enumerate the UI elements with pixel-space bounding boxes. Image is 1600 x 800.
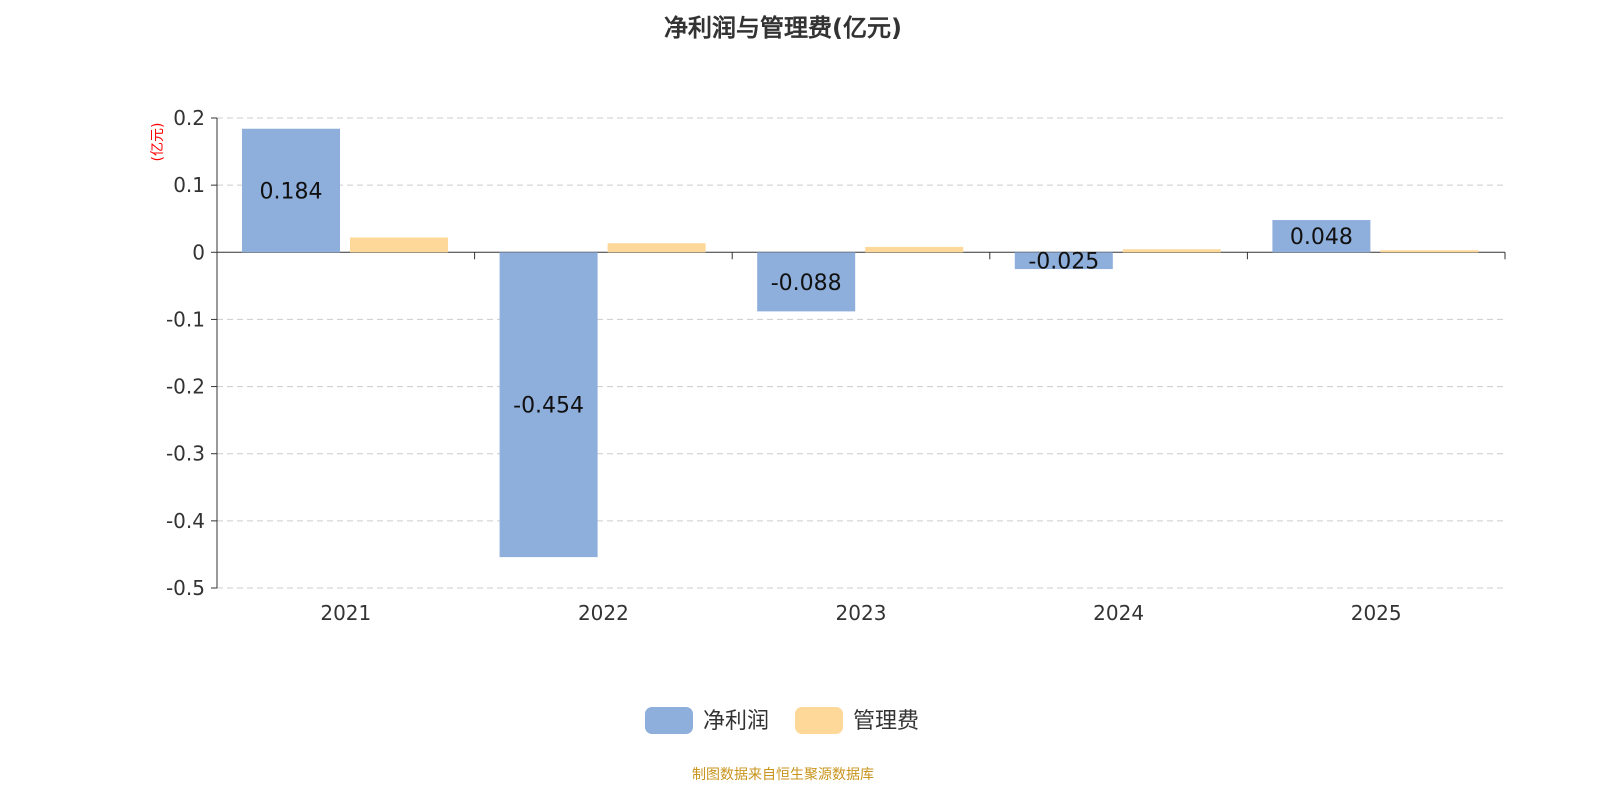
data-label: 0.184 <box>260 180 323 205</box>
y-tick-label: 0 <box>192 240 205 264</box>
y-tick-label: -0.1 <box>166 307 205 331</box>
x-tick-label: 2021 <box>320 601 371 625</box>
data-label: 0.048 <box>1290 225 1353 250</box>
y-tick-label: 0.2 <box>173 106 205 130</box>
y-tick-label: -0.4 <box>166 509 205 533</box>
chart-title: 净利润与管理费(亿元) <box>664 14 902 42</box>
y-tick-label: -0.2 <box>166 375 205 399</box>
bar-net-profit <box>499 252 598 558</box>
bar-net-profit <box>1272 220 1371 253</box>
x-tick-label: 2024 <box>1093 601 1144 625</box>
legend-swatch <box>645 707 693 734</box>
y-axis-label: (亿元) <box>150 123 166 162</box>
legend-label: 管理费 <box>853 709 919 734</box>
source-footer: 制图数据来自恒生聚源数据库 <box>692 767 874 783</box>
x-tick-label: 2022 <box>578 601 629 625</box>
y-tick-label: -0.5 <box>166 576 205 600</box>
data-label: -0.088 <box>771 271 842 296</box>
bar-admin-fee <box>350 237 448 253</box>
bar-net-profit <box>242 128 340 253</box>
bar-admin-fee <box>1122 249 1221 253</box>
x-tick-label: 2025 <box>1351 601 1402 625</box>
data-label: -0.025 <box>1028 250 1099 275</box>
legend-label: 净利润 <box>703 709 769 734</box>
y-tick-label: -0.3 <box>166 442 205 466</box>
bar-admin-fee <box>607 243 706 253</box>
bar-net-profit <box>757 252 856 312</box>
x-tick-label: 2023 <box>836 601 887 625</box>
legend-swatch <box>795 707 843 734</box>
y-tick-label: 0.1 <box>173 173 205 197</box>
bar-admin-fee <box>1380 250 1479 253</box>
bar-admin-fee <box>865 246 964 253</box>
data-label: -0.454 <box>513 394 584 419</box>
bar-net-profit <box>1014 252 1113 270</box>
